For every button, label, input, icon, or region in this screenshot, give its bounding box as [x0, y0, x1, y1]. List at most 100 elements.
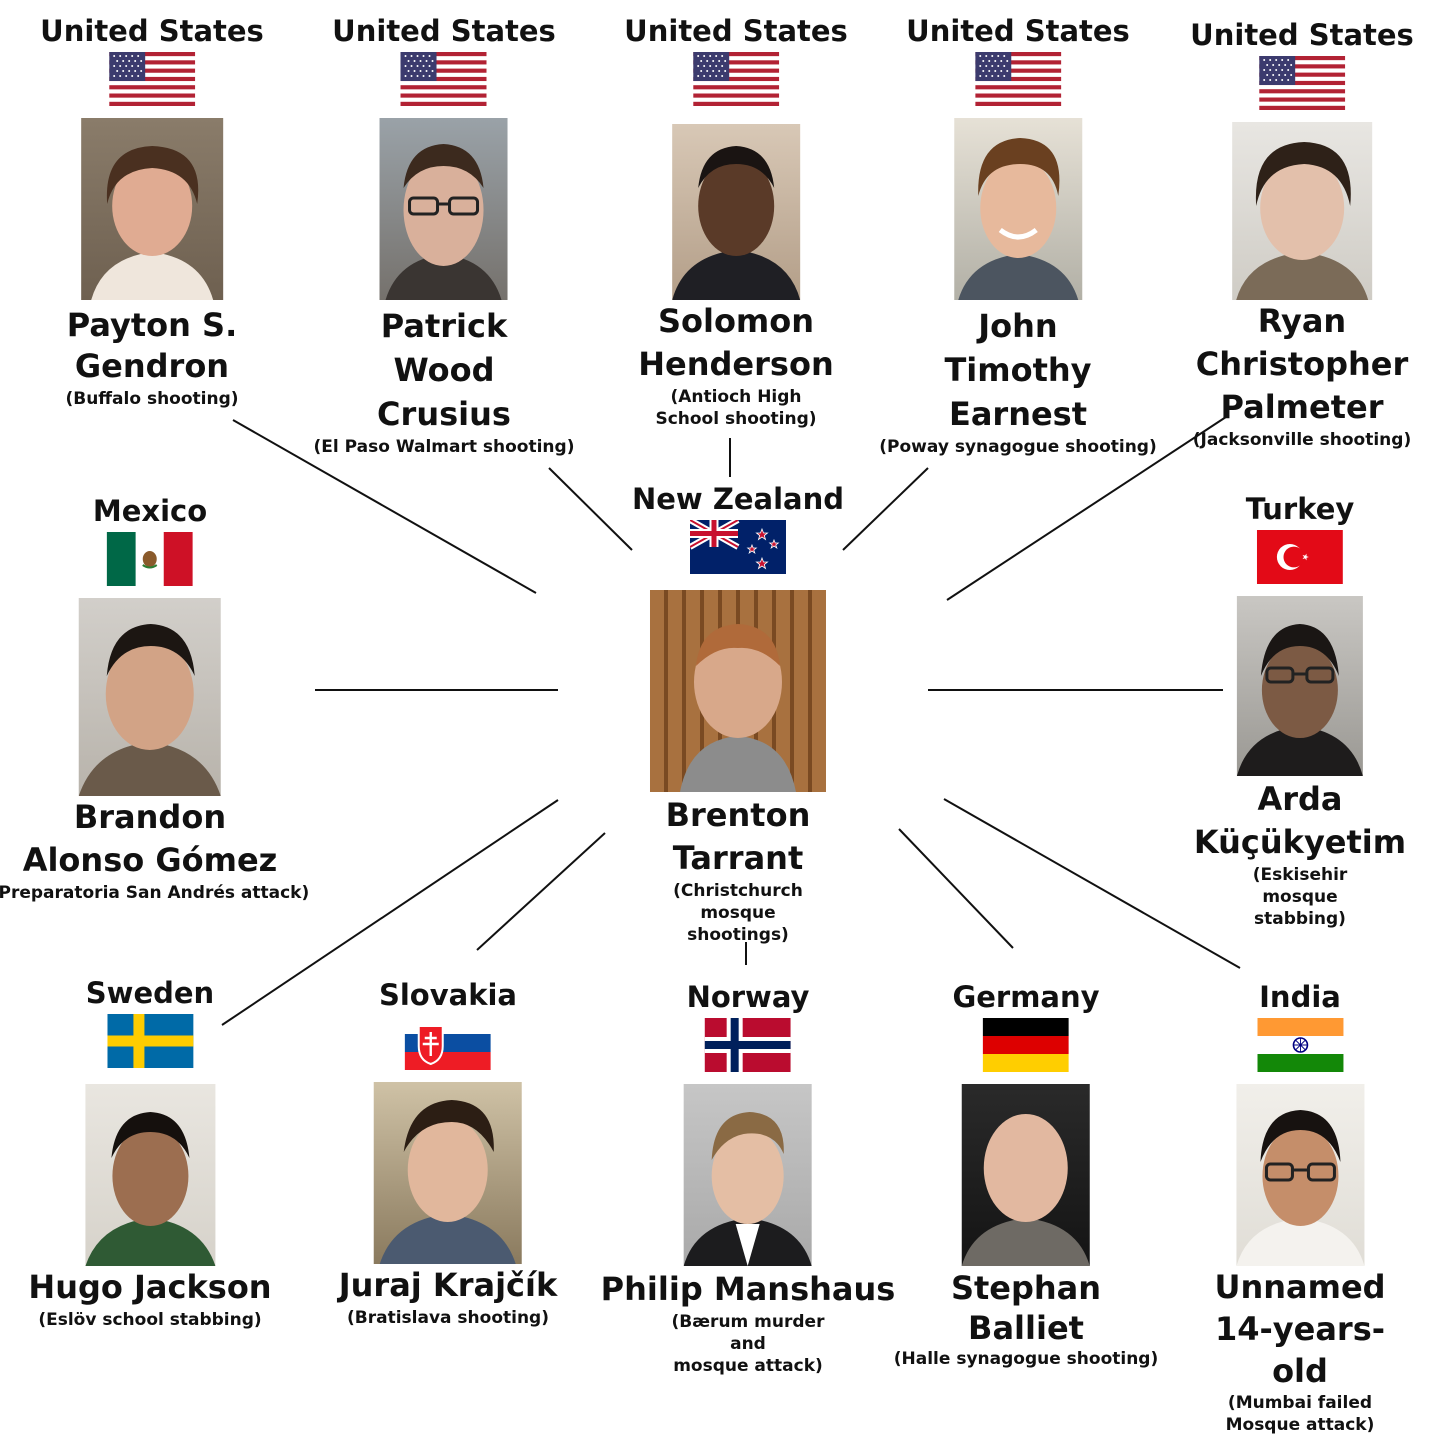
event-line: (Bratislava shooting): [347, 1308, 549, 1328]
india-flag-icon: [1257, 1018, 1343, 1072]
event-label: (Bratislava shooting): [347, 1307, 549, 1329]
portrait-photo: [78, 598, 221, 796]
event-label: (Poway synagogue shooting): [879, 436, 1156, 458]
person-silhouette-icon: [85, 1112, 215, 1266]
event-line: (Antioch High: [670, 387, 802, 407]
person-name: John Timothy Earnest: [944, 304, 1091, 436]
person-card: Norway Philip Manshaus (Bærum murder and…: [601, 980, 896, 1377]
person-silhouette-icon: [684, 1112, 812, 1266]
person-name: Philip Manshaus: [601, 1268, 896, 1311]
event-line: (Buffalo shooting): [65, 389, 239, 409]
country-label: Germany: [952, 980, 1100, 1014]
connector-line: [548, 467, 633, 551]
portrait-photo: [962, 1084, 1090, 1266]
country-label: United States: [1190, 18, 1414, 52]
person-silhouette-icon: [1235, 142, 1368, 300]
event-line: (Mumbai failed: [1227, 1393, 1373, 1413]
event-label: (Eslöv school stabbing): [38, 1309, 261, 1331]
name-line: Hugo Jackson: [28, 1268, 272, 1306]
name-line: Payton S.: [66, 306, 238, 344]
event-line: (Poway synagogue shooting): [879, 437, 1157, 457]
person-silhouette-icon: [1237, 624, 1363, 776]
person-name: Unnamed 14-years-old: [1214, 1266, 1385, 1392]
event-line: mosque: [700, 903, 776, 923]
country-label: United States: [332, 14, 556, 48]
person-card: Sweden Hugo Jackson (Eslöv school stabbi…: [28, 976, 271, 1331]
sweden-flag-icon: [107, 1014, 193, 1068]
event-label: (El Paso Walmart shooting): [314, 436, 575, 458]
person-silhouette-icon: [78, 624, 221, 796]
event-line: (Jacksonville shooting): [1192, 430, 1412, 450]
country-label: Mexico: [92, 494, 208, 528]
person-silhouette-icon: [385, 144, 502, 300]
event-line: mosque: [1262, 887, 1338, 907]
portrait-photo: [953, 118, 1082, 300]
portrait-photo: [649, 590, 826, 792]
event-line: shootings): [687, 925, 789, 945]
event-line: (Eslöv school stabbing): [38, 1310, 262, 1330]
turkey-flag-icon: [1257, 530, 1343, 584]
country-label: Sweden: [85, 976, 215, 1010]
name-line: Gendron: [74, 347, 230, 385]
name-line: Crusius: [377, 395, 511, 433]
name-line: Solomon: [657, 302, 815, 340]
connector-line: [946, 414, 1230, 601]
mexico-flag-icon: [106, 532, 193, 586]
connector-lines: [221, 414, 1241, 1026]
name-line: Henderson: [638, 345, 834, 383]
person-card: Slovakia Juraj Krajčík (Bratislava shoot…: [339, 978, 558, 1329]
event-line: (Christchurch: [673, 881, 803, 901]
person-card: India Unnamed 14-years-old (Mumbai faile…: [1214, 980, 1385, 1436]
name-line: Brenton: [665, 796, 811, 834]
event-line: (Halle synagogue shooting): [893, 1349, 1159, 1369]
connector-line: [232, 419, 537, 594]
person-silhouette-icon: [671, 146, 800, 300]
portrait-photo: [80, 118, 223, 300]
person-name: Juraj Krajčík: [339, 1264, 558, 1307]
name-line: 14-years-old: [1214, 1310, 1386, 1390]
us-flag-icon: [692, 52, 779, 106]
name-line: Timothy: [944, 351, 1092, 389]
norway-flag-icon: [705, 1018, 791, 1072]
connector-line: [476, 832, 606, 951]
person-card: Germany Stephan Balliet (Halle synagogue…: [894, 980, 1159, 1370]
us-flag-icon: [1258, 56, 1345, 110]
person-name: Brenton Tarrant: [666, 794, 811, 880]
person-name: Brandon Alonso Gómez: [23, 796, 278, 882]
event-label: (Antioch High School shooting): [655, 386, 816, 430]
country-label: India: [1259, 980, 1341, 1014]
name-line: Unnamed: [1214, 1268, 1386, 1306]
name-line: Juraj Krajčík: [338, 1266, 558, 1304]
slovakia-flag-icon: [405, 1016, 491, 1070]
country-label: United States: [624, 14, 848, 48]
name-line: Palmeter: [1220, 388, 1384, 426]
event-line: (Eskisehir: [1252, 865, 1348, 885]
person-card: United States Solomon Henderson (Antioch…: [624, 14, 848, 430]
country-label: New Zealand: [631, 482, 845, 516]
person-name: Stephan Balliet: [951, 1268, 1101, 1348]
name-line: Arda: [1257, 780, 1343, 818]
name-line: Küçükyetim: [1193, 823, 1407, 861]
event-line: Mosque attack): [1225, 1415, 1375, 1435]
portrait-photo: [1236, 1084, 1364, 1266]
name-line: Earnest: [948, 395, 1088, 433]
event-label: (Buffalo shooting): [65, 388, 238, 410]
person-silhouette-icon: [90, 146, 213, 300]
name-line: John: [978, 307, 1058, 345]
portrait-photo: [1231, 122, 1372, 300]
name-line: Alonso Gómez: [22, 841, 278, 879]
person-name: Hugo Jackson: [28, 1266, 271, 1309]
country-label: Slovakia: [378, 978, 518, 1012]
person-silhouette-icon: [957, 138, 1078, 300]
person-silhouette-icon: [962, 1114, 1090, 1266]
us-flag-icon: [400, 52, 487, 106]
center-person: New Zealand Brenton Tarrant (Christchurc…: [632, 482, 844, 946]
name-line: Brandon: [73, 798, 227, 836]
event-label: (Mumbai failed Mosque attack): [1226, 1392, 1375, 1436]
us-flag-icon: [108, 52, 195, 106]
person-card: Turkey Arda Küçükyetim (Eskisehir mosque…: [1194, 492, 1406, 930]
person-card: United States Ryan Christopher Palmeter …: [1190, 18, 1414, 451]
nz-flag-icon: [689, 520, 786, 574]
name-line: Tarrant: [672, 839, 804, 877]
name-line: Wood: [393, 351, 495, 389]
